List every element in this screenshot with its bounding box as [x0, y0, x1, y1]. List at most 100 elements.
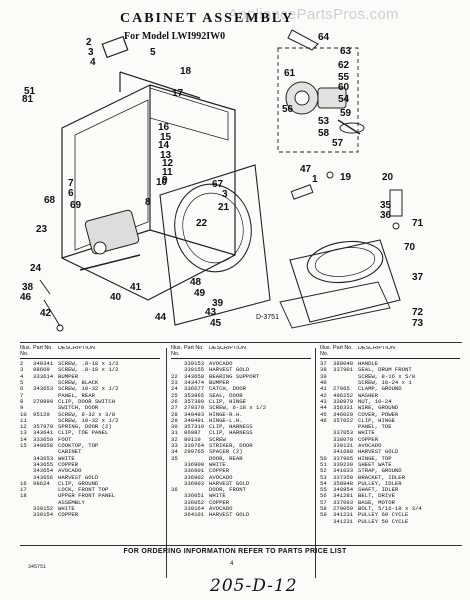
description-cell: BASE, MOTOR — [358, 499, 395, 506]
part-no-cell: 364101 — [184, 512, 205, 519]
description-cell: SHEET WATE — [358, 461, 392, 468]
illus-no-cell: 50 — [320, 455, 327, 462]
header-part-no: Part No. — [333, 345, 353, 351]
description-cell: STRIKER, DOOR — [209, 443, 253, 450]
part-no-cell: 338970 — [333, 398, 354, 405]
diagram-ref-code: D-3751 — [256, 314, 279, 321]
callout: 60 — [338, 82, 350, 93]
part-no-cell: 98624 — [33, 480, 50, 487]
column-header: Illus. No. Part No. DESCRIPTION — [171, 345, 311, 360]
illus-no-cell: 32 — [171, 436, 178, 443]
table-row: PANEL, TOE — [320, 424, 460, 430]
callout: 8 — [145, 197, 151, 208]
cabinet-frame — [61, 35, 236, 301]
description-cell: AVOCADO — [209, 506, 233, 513]
illus-no-cell: 27 — [171, 405, 178, 412]
callout: 48 — [190, 277, 202, 288]
description-cell: BOLT, 5/16-18 x 3/4 — [358, 506, 422, 513]
description-cell: HINGE-L.H. — [209, 417, 243, 424]
description-cell: HARVEST GOLD — [209, 367, 250, 374]
part-no-cell: 95129 — [33, 411, 50, 418]
small-parts — [39, 29, 403, 332]
illus-no-cell: 55 — [320, 487, 327, 494]
part-no-cell: 336051 — [184, 493, 205, 500]
description-cell: COOKTOP, TOP — [58, 443, 99, 450]
callout: 56 — [282, 104, 294, 115]
description-cell: SCREW, 8-16 x 5/8 — [358, 373, 416, 380]
illus-no-cell: 52 — [320, 468, 327, 475]
callout: 36 — [380, 210, 392, 221]
illus-no-cell: 3 — [20, 367, 24, 374]
table-row: ASSEMBLY — [20, 500, 160, 506]
description-cell: SHAFT, IDLER — [358, 487, 399, 494]
illus-no-cell: 8 — [20, 398, 24, 405]
part-no-cell: 336902 — [184, 474, 205, 481]
page-title: CABINET ASSEMBLY — [120, 11, 295, 26]
table-row: 339164 AVOCADO — [171, 506, 311, 512]
callout: 58 — [318, 128, 330, 139]
callout: 21 — [218, 202, 230, 213]
illus-no-cell: 7 — [20, 392, 24, 399]
description-cell: DOOR, REAR — [209, 455, 243, 462]
illus-no-cell — [320, 519, 333, 525]
part-no-cell: 343656 — [33, 474, 54, 481]
description-cell: AVOCADO — [358, 443, 382, 450]
part-no-cell: 339131 — [333, 443, 354, 450]
part-no-cell: 339154 — [33, 512, 54, 519]
order-note: FOR ORDERING INFORMATION REFER TO PARTS … — [123, 548, 347, 555]
part-no-cell: 339164 — [184, 506, 205, 513]
callout: 6 — [68, 188, 74, 199]
callout: 13 — [160, 150, 172, 161]
part-no-cell: 343474 — [184, 380, 205, 387]
part-no-cell: 339155 — [184, 367, 205, 374]
description-cell: PANEL, TOE — [358, 424, 392, 431]
description-cell: COPPER — [58, 461, 79, 468]
description-cell: CLIP, HARNESS — [209, 430, 253, 437]
part-no-cell: 339764 — [184, 443, 205, 450]
header-illus-no: Illus. No. — [320, 345, 332, 357]
callout: 17 — [172, 88, 184, 99]
illus-no-cell: 33 — [171, 443, 178, 450]
description-cell: COPPER — [58, 512, 79, 519]
description-cell: CLAMP, GROUND — [358, 386, 402, 393]
part-no-cell: 343655 — [33, 461, 54, 468]
column-header: Illus. No. Part No. DESCRIPTION — [320, 345, 460, 360]
description-cell: HARVEST GOLD — [209, 512, 250, 519]
part-no-cell: 343653 — [33, 455, 54, 462]
description-cell: WHITE — [209, 461, 226, 468]
callout: 72 — [412, 307, 424, 318]
callout: 42 — [40, 308, 52, 319]
part-no-cell: 349658 — [33, 443, 54, 450]
description-cell: WHITE — [58, 506, 75, 513]
part-no-cell: 343653 — [33, 386, 54, 393]
description-cell: HINGE, TOP — [358, 455, 392, 462]
description-cell: CLIP, HINGE — [358, 417, 395, 424]
part-no-cell: 340491 — [184, 417, 205, 424]
description-cell: AVOCADO — [209, 474, 233, 481]
illus-no-cell: 17 — [20, 487, 27, 494]
description-cell: SCREW, 6-18 x 1/2 — [209, 405, 267, 412]
description-cell: CLIP, HARNESS — [209, 424, 253, 431]
description-cell: WHITE — [58, 455, 75, 462]
callout: 40 — [110, 292, 122, 303]
